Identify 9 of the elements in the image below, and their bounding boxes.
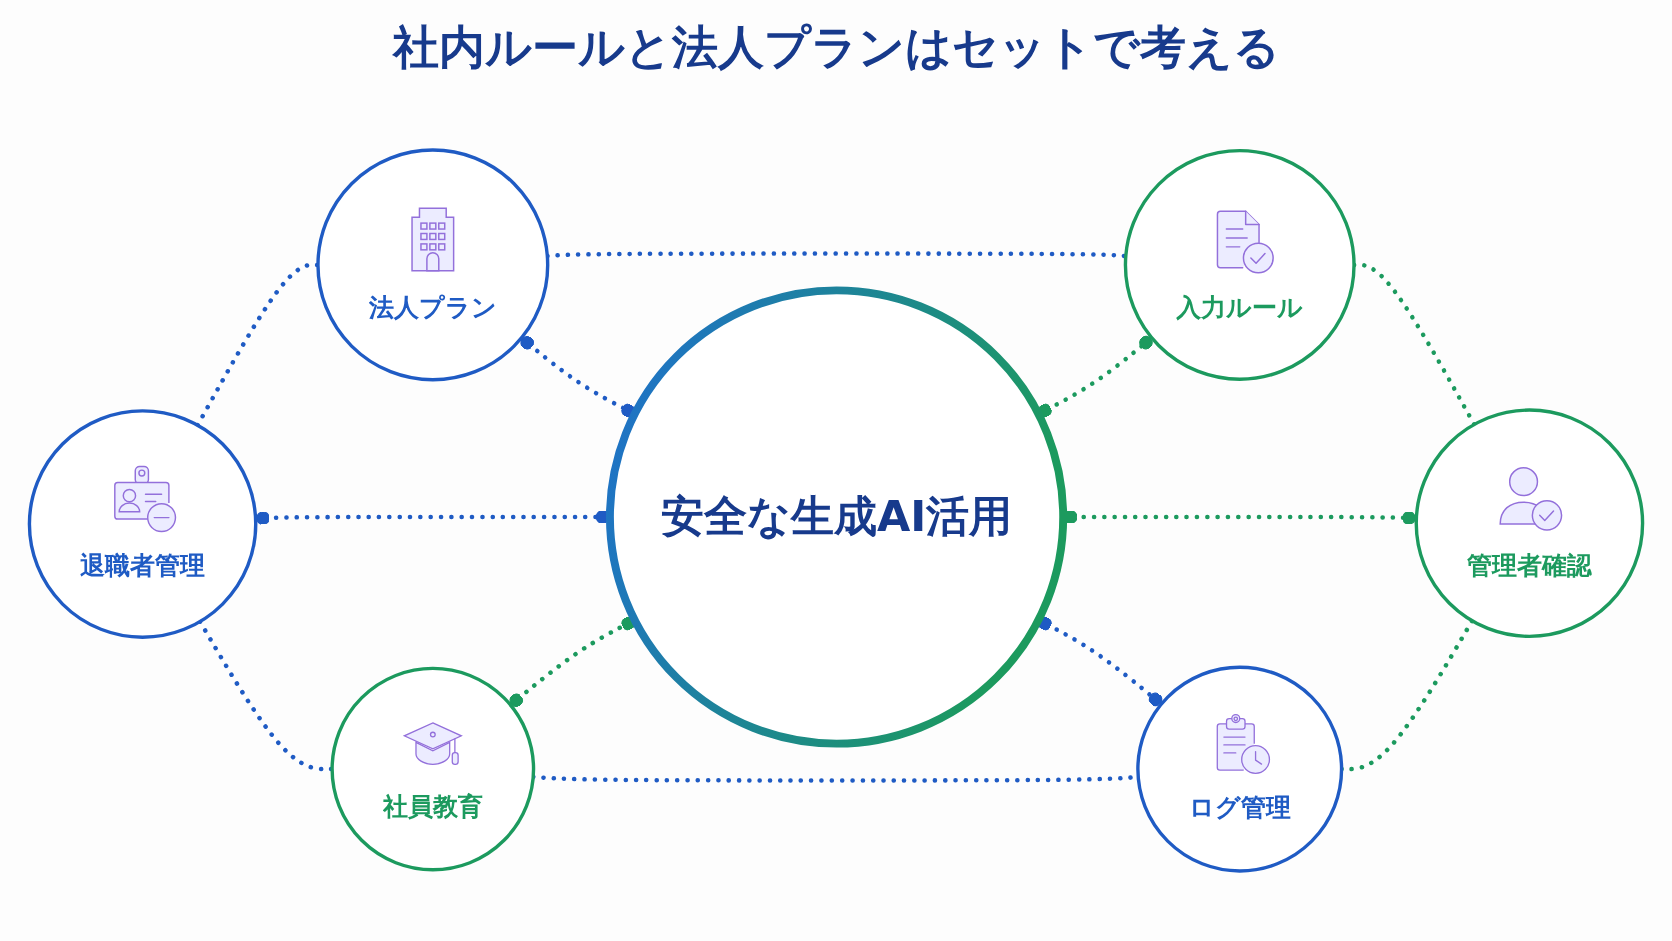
node-circle: 管理者確認: [1414, 407, 1645, 638]
node-circle: 入力ルール: [1123, 148, 1356, 381]
node-circle: 社員教育: [330, 666, 536, 872]
node-circle: 安全な生成AI活用: [605, 286, 1068, 748]
title: 社内ルールと法人プランはセットで考える: [392, 20, 1280, 76]
connector: [508, 616, 637, 707]
node-circle: ログ管理: [1136, 665, 1344, 873]
node-circle: 法人プラン: [316, 147, 550, 382]
node-circle: 退職者管理: [27, 408, 258, 639]
